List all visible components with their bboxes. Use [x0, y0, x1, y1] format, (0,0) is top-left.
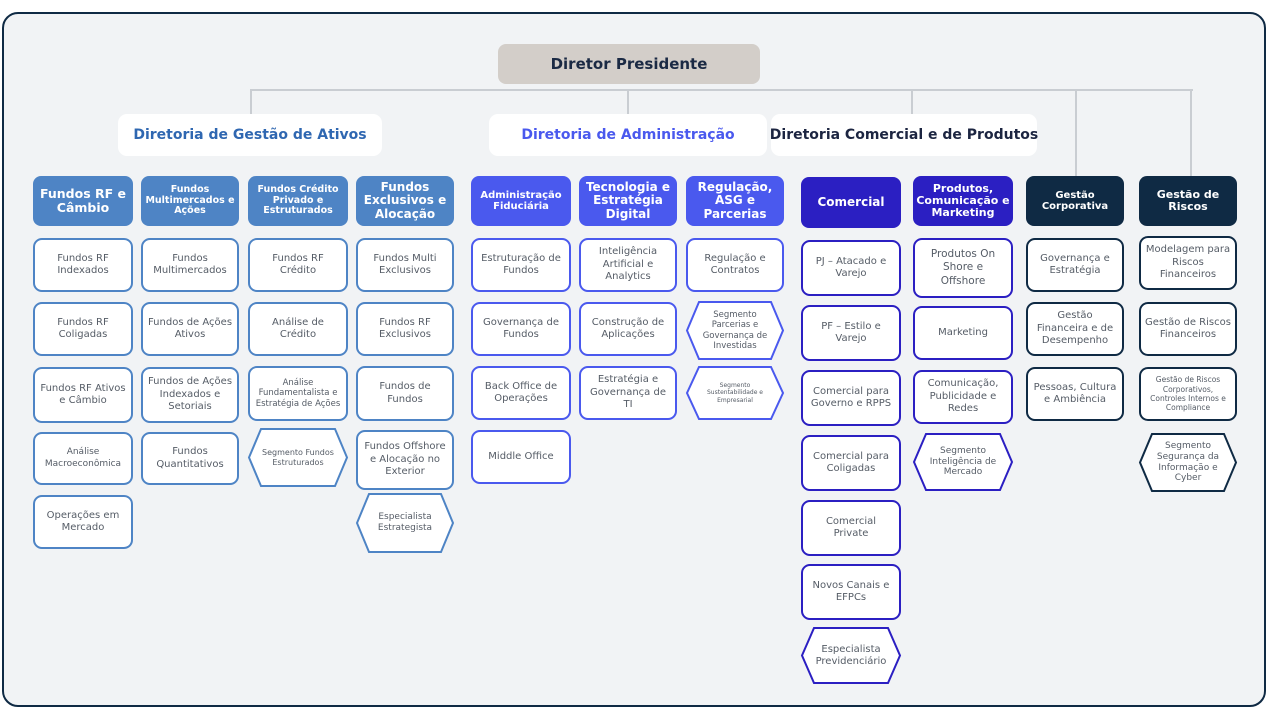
segment-label: Segmento Fundos Estruturados — [262, 447, 334, 467]
area-box: Fundos Offshore e Alocação no Exterior — [356, 430, 454, 490]
hexagon-outline — [685, 301, 785, 360]
department-header: Administração Fiduciária — [471, 176, 571, 226]
hexagon-outline — [1138, 433, 1238, 492]
area-box: Pessoas, Cultura e Ambiência — [1026, 367, 1124, 421]
connector-line — [1190, 89, 1192, 176]
directorate-box: Diretoria de Gestão de Ativos — [118, 114, 382, 156]
segment-label: Segmento Sustentabilidade e Empresarial — [706, 382, 763, 404]
department-header: Fundos RF e Câmbio — [33, 176, 133, 226]
area-box: Fundos RF Ativos e Câmbio — [33, 367, 133, 423]
department-header: Fundos Multimercados e Ações — [141, 176, 239, 226]
segment-label: Segmento Inteligência de Mercado — [929, 445, 997, 478]
area-box: Novos Canais e EFPCs — [801, 564, 901, 620]
area-box: Gestão de Riscos Financeiros — [1139, 302, 1237, 356]
area-box: Governança de Fundos — [471, 302, 571, 356]
president-box: Diretor Presidente — [498, 44, 760, 84]
area-box: Análise de Crédito — [248, 302, 348, 356]
hexagon-shape — [800, 627, 902, 684]
segment-hexagon: Especialista Estrategista — [355, 493, 455, 553]
area-box: Comercial Private — [801, 500, 901, 556]
area-box: Análise Fundamentalista e Estratégia de … — [248, 366, 348, 421]
department-header: Produtos, Comunicação e Marketing — [913, 176, 1013, 226]
area-box: Inteligência Artificial e Analytics — [579, 238, 677, 292]
area-box: PJ – Atacado e Varejo — [801, 240, 901, 296]
area-box: Fundos de Ações Ativos — [141, 302, 239, 356]
area-box: Comercial para Coligadas — [801, 435, 901, 491]
segment-label: Segmento Segurança da Informação e Cyber — [1156, 440, 1220, 484]
segment-label: Segmento Parcerias e Governança de Inves… — [702, 310, 768, 351]
area-box: Fundos RF Crédito — [248, 238, 348, 292]
department-header: Fundos Exclusivos e Alocação — [356, 176, 454, 226]
area-box: Produtos On Shore e Offshore — [913, 238, 1013, 298]
department-header: Fundos Crédito Privado e Estruturados — [248, 176, 348, 226]
hexagon-shape — [685, 301, 785, 360]
area-box: Gestão Financeira e de Desempenho — [1026, 302, 1124, 356]
segment-hexagon: Segmento Sustentabilidade e Empresarial — [685, 366, 785, 420]
segment-hexagon: Segmento Parcerias e Governança de Inves… — [685, 301, 785, 360]
hexagon-outline — [247, 428, 349, 487]
area-box: Fundos RF Exclusivos — [356, 302, 454, 356]
area-box: Comunicação, Publicidade e Redes — [913, 370, 1013, 424]
area-box: Governança e Estratégia — [1026, 238, 1124, 292]
segment-hexagon: Especialista Previdenciário — [800, 627, 902, 684]
hexagon-shape — [912, 433, 1014, 491]
area-box: Modelagem para Riscos Financeiros — [1139, 236, 1237, 290]
area-box: PF – Estilo e Varejo — [801, 305, 901, 361]
segment-label: Especialista Previdenciário — [815, 643, 887, 667]
area-box: Construção de Aplicações — [579, 302, 677, 356]
segment-hexagon: Segmento Fundos Estruturados — [247, 428, 349, 487]
segment-label: Especialista Estrategista — [377, 512, 433, 533]
directorate-box: Diretoria Comercial e de Produtos — [770, 114, 1038, 156]
hexagon-outline — [685, 366, 785, 420]
connector-line — [627, 89, 629, 114]
area-box: Análise Macroeconômica — [33, 432, 133, 485]
area-box: Marketing — [913, 306, 1013, 360]
area-box: Estratégia e Governança de TI — [579, 366, 677, 420]
area-box: Regulação e Contratos — [686, 238, 784, 292]
area-box: Fundos de Ações Indexados e Setoriais — [141, 367, 239, 423]
directorate-box: Diretoria de Administração — [489, 114, 767, 156]
department-header: Regulação, ASG e Parcerias — [686, 176, 784, 226]
department-header: Comercial — [801, 177, 901, 228]
segment-hexagon: Segmento Segurança da Informação e Cyber — [1138, 433, 1238, 492]
area-box: Gestão de Riscos Corporativos, Controles… — [1139, 367, 1237, 421]
hexagon-outline — [355, 493, 455, 553]
area-box: Back Office de Operações — [471, 366, 571, 420]
department-header: Gestão de Riscos — [1139, 176, 1237, 226]
hexagon-shape — [685, 366, 785, 420]
hexagon-outline — [800, 627, 902, 684]
connector-line — [250, 89, 252, 114]
segment-hexagon: Segmento Inteligência de Mercado — [912, 433, 1014, 491]
area-box: Estruturação de Fundos — [471, 238, 571, 292]
connector-line — [1075, 89, 1077, 176]
connector-line — [911, 89, 913, 114]
area-box: Fundos RF Coligadas — [33, 302, 133, 356]
area-box: Operações em Mercado — [33, 495, 133, 549]
department-header: Gestão Corporativa — [1026, 176, 1124, 226]
area-box: Middle Office — [471, 430, 571, 484]
area-box: Comercial para Governo e RPPS — [801, 370, 901, 426]
hexagon-shape — [1138, 433, 1238, 492]
area-box: Fundos Multimercados — [141, 238, 239, 292]
hexagon-outline — [912, 433, 1014, 491]
area-box: Fundos Quantitativos — [141, 432, 239, 485]
department-header: Tecnologia e Estratégia Digital — [579, 176, 677, 226]
area-box: Fundos de Fundos — [356, 366, 454, 421]
hexagon-shape — [247, 428, 349, 487]
hexagon-shape — [355, 493, 455, 553]
area-box: Fundos Multi Exclusivos — [356, 238, 454, 292]
connector-line — [250, 89, 1193, 91]
area-box: Fundos RF Indexados — [33, 238, 133, 292]
